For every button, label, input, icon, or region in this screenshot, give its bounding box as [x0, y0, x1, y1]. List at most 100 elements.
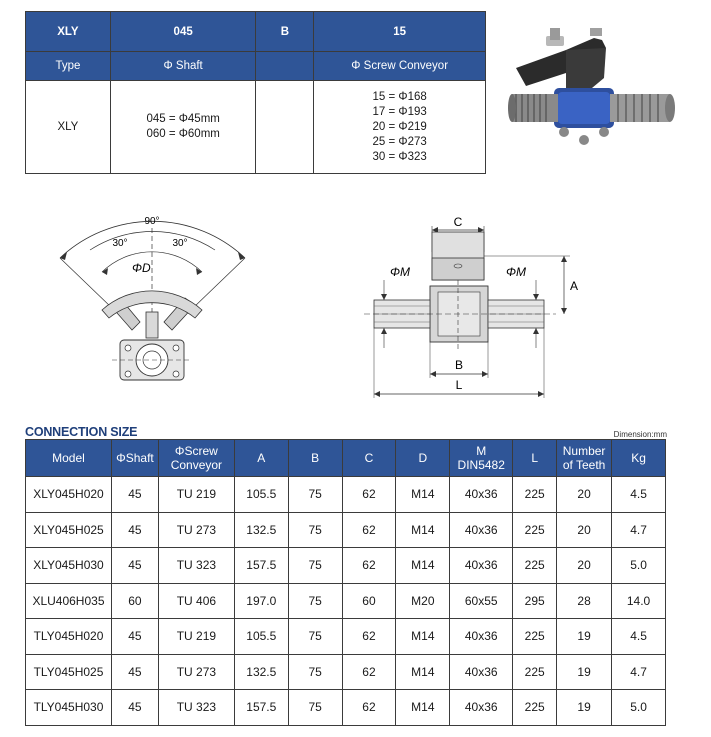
table-cell: 20 — [556, 511, 613, 548]
table-cell: 40x36 — [449, 511, 514, 548]
table-cell: 40x36 — [449, 689, 514, 726]
col-header: Kg — [611, 439, 666, 477]
table-cell: 45 — [110, 653, 159, 690]
shaft-option: 045 = Φ45mm — [146, 113, 220, 125]
blank-cell — [255, 80, 315, 174]
table-cell: 132.5 — [233, 653, 289, 690]
table-cell: 4.5 — [611, 476, 666, 513]
table-cell: 157.5 — [233, 689, 289, 726]
table-cell: XLY045H020 — [25, 476, 112, 513]
table-cell: 45 — [110, 547, 159, 584]
table-cell: TU 219 — [157, 476, 235, 513]
code-table: XLY 045 B 15 Type Φ Shaft Φ Screw Convey… — [25, 11, 486, 174]
table-cell: 197.0 — [233, 582, 289, 619]
table-cell: 132.5 — [233, 511, 289, 548]
table-cell: 225 — [512, 511, 558, 548]
col-header: ΦScrew Conveyor — [157, 439, 235, 477]
table-cell: 40x36 — [449, 476, 514, 513]
table-cell: 20 — [556, 547, 613, 584]
hanger-end-view-diagram: 90° 30° 30° ΦD — [59, 216, 246, 381]
table-cell: TU 323 — [157, 547, 235, 584]
table-cell: TU 219 — [157, 618, 235, 655]
table-cell: TU 406 — [157, 582, 235, 619]
conveyor-option: 17 = Φ193 — [372, 105, 427, 118]
conveyor-option: 20 = Φ219 — [372, 120, 427, 133]
col-header: Model — [25, 439, 112, 477]
table-cell: 40x36 — [449, 653, 514, 690]
table-cell: 75 — [287, 547, 343, 584]
table-cell: 75 — [287, 476, 343, 513]
shaft-option: 060 = Φ60mm — [146, 128, 220, 140]
table-cell: 225 — [512, 689, 558, 726]
diameter-d-label: ΦD — [132, 261, 151, 275]
table-cell: 62 — [341, 547, 397, 584]
table-header-row: Model ΦShaft ΦScrew Conveyor A B C D M D… — [25, 439, 666, 477]
table-cell: 225 — [512, 476, 558, 513]
table-cell: 45 — [110, 689, 159, 726]
col-header: Number of Teeth — [556, 439, 613, 477]
table-cell: TLY045H030 — [25, 689, 112, 726]
table-cell: 45 — [110, 511, 159, 548]
table-cell: 19 — [556, 618, 613, 655]
label-blank — [255, 51, 315, 81]
table-cell: 62 — [341, 618, 397, 655]
dim-c-label: C — [454, 215, 463, 229]
table-cell: 45 — [110, 618, 159, 655]
col-header: B — [287, 439, 343, 477]
table-cell: 225 — [512, 547, 558, 584]
table-cell: 62 — [341, 476, 397, 513]
table-cell: 40x36 — [449, 547, 514, 584]
table-cell: M14 — [395, 476, 451, 513]
angle-30-left-label: 30° — [112, 238, 127, 249]
table-cell: M14 — [395, 653, 451, 690]
product-image — [508, 28, 675, 145]
angle-90-label: 90° — [144, 216, 159, 227]
table-cell: 225 — [512, 618, 558, 655]
table-cell: M14 — [395, 689, 451, 726]
table-cell: 14.0 — [611, 582, 666, 619]
table-cell: 62 — [341, 653, 397, 690]
table-cell: 5.0 — [611, 689, 666, 726]
dim-b-label: B — [455, 358, 463, 372]
label-type: Type — [25, 51, 111, 81]
table-cell: 105.5 — [233, 476, 289, 513]
table-cell: 75 — [287, 582, 343, 619]
angle-30-right-label: 30° — [172, 238, 187, 249]
type-value: XLY — [25, 80, 111, 174]
table-cell: 295 — [512, 582, 558, 619]
table-cell: M14 — [395, 618, 451, 655]
table-cell: M14 — [395, 547, 451, 584]
table-cell: 75 — [287, 511, 343, 548]
table-cell: M20 — [395, 582, 451, 619]
conveyor-options: 15 = Φ168 17 = Φ193 20 = Φ219 25 = Φ273 … — [313, 80, 486, 174]
label-shaft: Φ Shaft — [109, 51, 257, 81]
table-cell: 75 — [287, 618, 343, 655]
table-cell: 40x36 — [449, 618, 514, 655]
dim-m-left-label: ΦM — [390, 265, 410, 279]
table-cell: TU 273 — [157, 653, 235, 690]
connection-size-table: Model ΦShaft ΦScrew Conveyor A B C D M D… — [25, 439, 666, 726]
table-cell: 20 — [556, 476, 613, 513]
col-header: D — [395, 439, 451, 477]
conveyor-option: 30 = Φ323 — [372, 150, 427, 163]
dim-l-label: L — [456, 378, 463, 392]
table-cell: 60x55 — [449, 582, 514, 619]
label-screw-conveyor: Φ Screw Conveyor — [313, 51, 486, 81]
table-cell: M14 — [395, 511, 451, 548]
table-cell: 75 — [287, 653, 343, 690]
table-cell: 4.7 — [611, 511, 666, 548]
table-cell: 45 — [110, 476, 159, 513]
code-b: B — [255, 11, 315, 52]
table-cell: 62 — [341, 511, 397, 548]
table-cell: XLY045H030 — [25, 547, 112, 584]
table-cell: 62 — [341, 689, 397, 726]
table-cell: TLY045H025 — [25, 653, 112, 690]
dim-a-label: A — [570, 279, 578, 293]
table-cell: 19 — [556, 689, 613, 726]
table-cell: 105.5 — [233, 618, 289, 655]
col-header: C — [341, 439, 397, 477]
conveyor-option: 25 = Φ273 — [372, 135, 427, 148]
